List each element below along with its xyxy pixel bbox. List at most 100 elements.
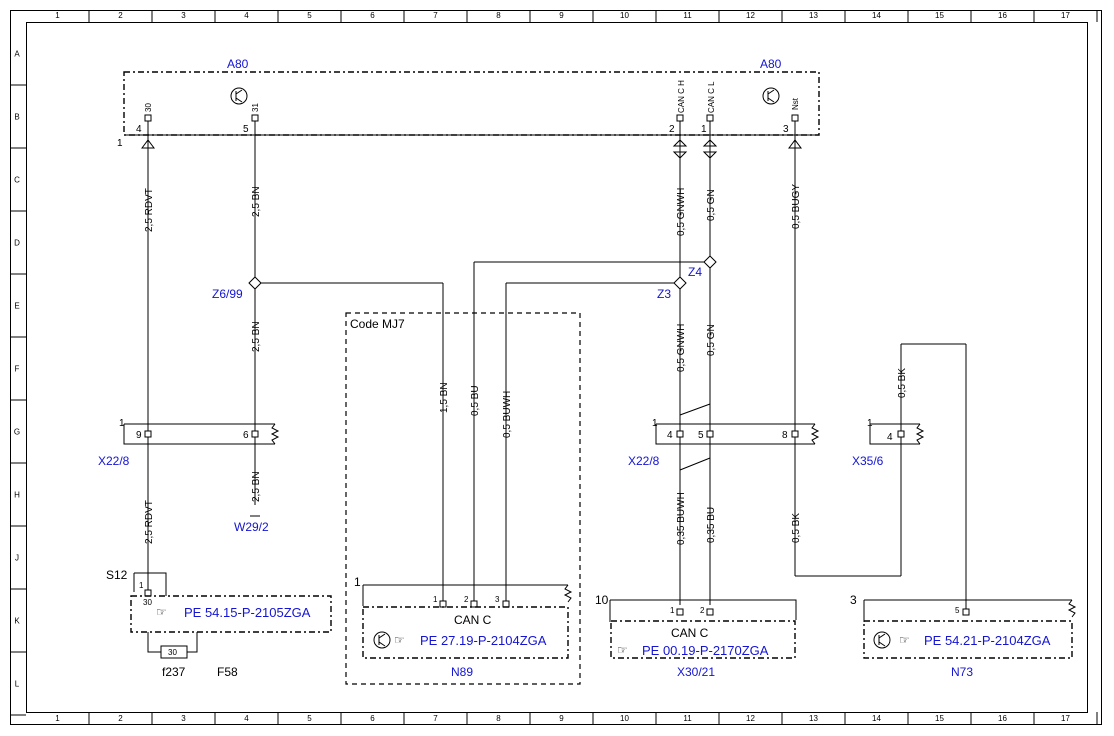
break-icon	[915, 423, 925, 445]
wire-label: 0,5 BUWH	[502, 391, 513, 438]
diagram-frame	[10, 10, 1102, 725]
grid-column-label: 17	[1061, 714, 1070, 723]
wires	[147, 121, 967, 612]
wire-labels: 2,5 RDVT 2,5 BN 2,5 BN 2,5 BN 2,5 RDVT 1…	[144, 184, 908, 545]
pin-number: 3	[783, 124, 789, 135]
grid-column-label: 15	[935, 714, 944, 723]
grid-column-label: 11	[683, 11, 692, 20]
x22-8-left-label[interactable]: X22/8	[98, 454, 130, 468]
grid-row-label: J	[15, 554, 19, 563]
grid-column-label: 11	[683, 714, 692, 723]
wire-label: 0,5 GNWH	[676, 188, 687, 236]
pin-terminals	[144, 430, 259, 438]
grid-column-label: 10	[620, 11, 629, 20]
splice-z4[interactable]: Z4	[688, 265, 702, 279]
break-icon	[1067, 599, 1077, 618]
pin-number: 5	[698, 430, 704, 441]
wire-label: 0,5 BUGY	[791, 184, 802, 229]
a80-right-label[interactable]: A80	[760, 57, 782, 71]
grid-column-label: 13	[809, 11, 818, 20]
wire-label: 0,5 GN	[706, 324, 717, 356]
grid-row-label: F	[15, 365, 20, 374]
pin-terminals	[676, 608, 714, 616]
s12-reference-link[interactable]: PE 54.15-P-2105ZGA	[184, 605, 311, 620]
n73-reference-link[interactable]: PE 54.21-P-2104ZGA	[924, 633, 1051, 648]
grid-column-label: 6	[370, 714, 375, 723]
pin-terminal	[144, 589, 152, 597]
pin-number: 2	[464, 595, 469, 604]
pin-number: 3	[495, 595, 500, 604]
wire-label: 0,35 BU	[706, 507, 717, 543]
grid-row-label: C	[14, 176, 20, 185]
splice-z3[interactable]: Z3	[657, 287, 671, 301]
grid-column-label: 2	[118, 714, 123, 723]
pin-terminals	[676, 430, 799, 438]
transistor-icon	[373, 631, 391, 649]
x22-8-left-connector	[123, 423, 275, 445]
grid-row-label: D	[14, 239, 20, 248]
a80-left-label[interactable]: A80	[227, 57, 249, 71]
pin-label-31: 31	[251, 103, 260, 112]
break-icon	[810, 423, 820, 445]
grid-row-label: G	[14, 428, 20, 437]
x30-21-can-label: CAN C	[671, 626, 709, 640]
pin-terminal	[897, 430, 905, 438]
pin-number: 5	[955, 606, 960, 615]
grid-column-label: 4	[244, 11, 249, 20]
pin-number: 4	[667, 430, 673, 441]
connector-marker: 1	[119, 418, 125, 429]
grid-column-label: 12	[746, 11, 755, 20]
splice-z6-99[interactable]: Z6/99	[212, 287, 243, 301]
w29-2-label[interactable]: W29/2	[234, 520, 269, 534]
wire-label: 0,5 BK	[791, 513, 802, 543]
grid-column-label: 2	[118, 11, 123, 20]
n89-box	[362, 606, 569, 659]
grid-row-label: E	[14, 302, 19, 311]
n73-label[interactable]: N73	[951, 665, 973, 679]
fuse-wires	[147, 632, 198, 653]
a80-pin-terminals	[144, 114, 799, 122]
grid-row-label: L	[15, 680, 20, 689]
s12-box	[130, 595, 332, 633]
arrow-icons	[141, 139, 802, 159]
x30-21-box	[610, 620, 796, 659]
x30-21-label[interactable]: X30/21	[677, 665, 715, 679]
grid-column-label: 3	[181, 714, 186, 723]
grid-column-label: 16	[998, 714, 1007, 723]
n89-reference-link[interactable]: PE 27.19-P-2104ZGA	[420, 633, 547, 648]
s12-connector	[134, 572, 167, 596]
grid-column-label: 4	[244, 714, 249, 723]
a80-marker: 1	[117, 138, 123, 149]
grid-column-label: 3	[181, 11, 186, 20]
pin-number: 1	[433, 595, 438, 604]
grid-column-label: 8	[496, 714, 501, 723]
grid-column-label: 15	[935, 11, 944, 20]
pin-number: 2	[669, 124, 675, 135]
pin-terminal	[962, 608, 970, 616]
grid-column-label: 9	[559, 714, 564, 723]
pin-number: 5	[243, 124, 249, 135]
transistor-icon	[230, 87, 248, 105]
connector-marker: 1	[867, 418, 873, 429]
grid-row-label: H	[14, 491, 20, 500]
grid-column-labels: 1122334455667788991010111112121313141415…	[55, 10, 1098, 724]
x35-6-connector	[869, 423, 920, 445]
grid-column-label: 10	[620, 714, 629, 723]
pin-number: 9	[136, 430, 142, 441]
grid-column-label: 1	[55, 714, 60, 723]
grid-row-label: B	[14, 113, 19, 122]
x22-8-right-connector	[655, 423, 815, 445]
f58-label: F58	[217, 665, 238, 679]
connector-marker: 3	[850, 593, 857, 607]
x35-6-label[interactable]: X35/6	[852, 454, 884, 468]
n89-label[interactable]: N89	[451, 665, 473, 679]
wire-label: 2,5 BN	[251, 321, 262, 352]
x30-21-reference-link[interactable]: PE 00.19-P-2170ZGA	[642, 643, 769, 658]
x22-8-right-label[interactable]: X22/8	[628, 454, 660, 468]
fuse-icon	[160, 645, 188, 659]
transistor-icon	[762, 87, 780, 105]
code-mj7-label: Code MJ7	[350, 317, 405, 331]
grid-column-label: 7	[433, 11, 438, 20]
